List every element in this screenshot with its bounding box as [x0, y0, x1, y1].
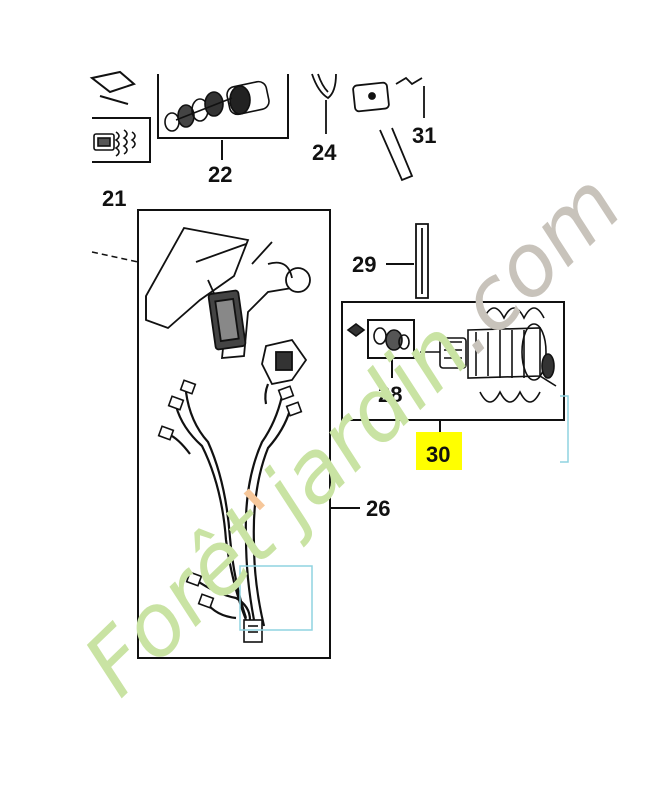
- part-label-21: 21: [102, 186, 126, 211]
- part-24-31-group: [311, 73, 425, 182]
- part-21-drawing: [93, 129, 136, 157]
- part-21-frame: [92, 117, 151, 163]
- wire-terminals: [157, 379, 303, 643]
- part-30-highlight: [416, 432, 462, 470]
- connector-block: [261, 338, 308, 386]
- part-label-30: 30: [426, 442, 450, 467]
- part-21-group: 21: [92, 117, 151, 211]
- part-label-26: 26: [366, 496, 390, 521]
- svg-text:Forêt'jardin.com: Forêt'jardin.com: [65, 154, 641, 715]
- dashed-guide: [91, 251, 139, 263]
- watermark-logo: Forêt'jardin.com: [65, 154, 641, 715]
- cyan-guide-box-wires: [239, 565, 313, 631]
- part-label-22: 22: [208, 162, 232, 187]
- part-30-frame: [341, 301, 565, 421]
- armature-drawing: [346, 307, 557, 403]
- part-label-28: 28: [378, 382, 402, 407]
- part-label-24: 24: [312, 140, 337, 165]
- part-22-drawing: [164, 80, 270, 132]
- part-26-frame: [137, 209, 331, 659]
- part-22-frame: [157, 74, 289, 139]
- cyan-guide-line-30: [560, 395, 569, 463]
- part-29-drawing: [415, 223, 429, 299]
- partial-parts-top-left: [89, 70, 136, 105]
- switch-assembly: [145, 226, 311, 359]
- part-label-31: 31: [412, 123, 436, 148]
- part-label-29: 29: [352, 252, 376, 277]
- part-22-group: 22: [157, 74, 289, 187]
